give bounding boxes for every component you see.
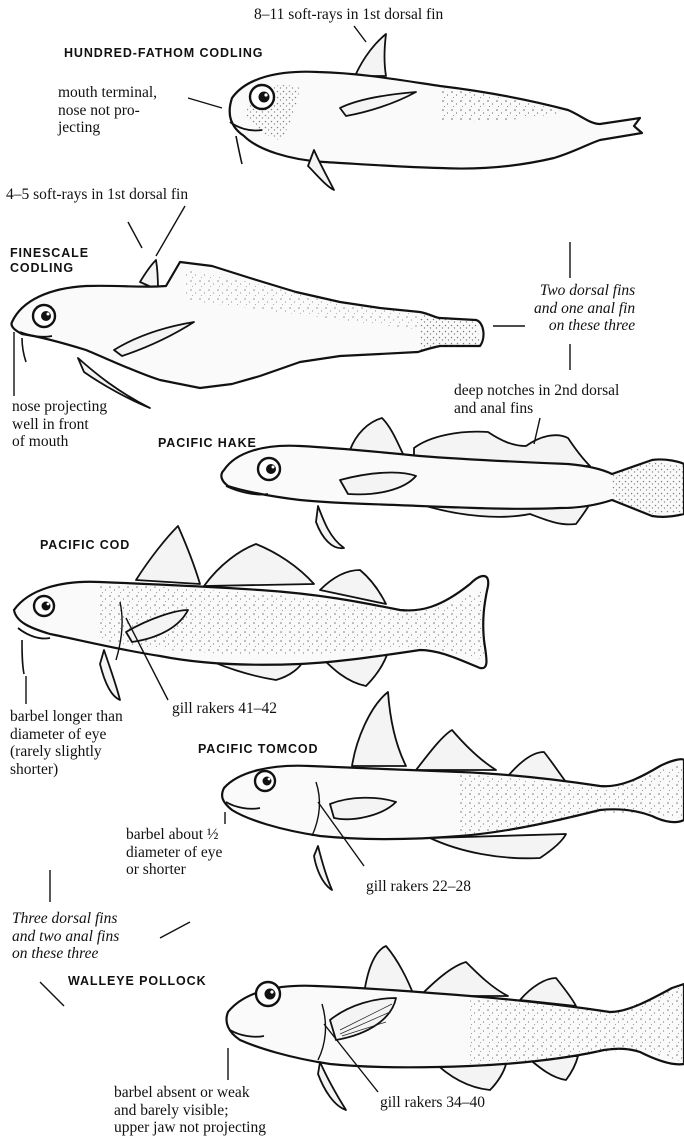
label-line: Two dorsal fins: [534, 282, 635, 300]
label-line: or shorter: [126, 861, 222, 879]
label-line: jecting: [58, 119, 157, 137]
tomcod-first-dorsal-fin: [352, 692, 406, 766]
label-line: Three dorsal fins: [12, 910, 119, 928]
label-line: barbel longer than: [10, 708, 123, 726]
label-two-dorsal-fins: Two dorsal fins and one anal fin on thes…: [534, 282, 635, 335]
label-three-dorsal-fins: Three dorsal fins and two anal fins on t…: [12, 910, 119, 963]
species-name-line: CODLING: [10, 261, 89, 276]
label-line: diameter of eye: [10, 726, 123, 744]
label-line: nose not pro-: [58, 102, 157, 120]
pollock-second-dorsal-fin: [420, 962, 508, 996]
label-line: shorter): [10, 761, 123, 779]
tomcod-second-dorsal-fin: [416, 730, 496, 770]
label-codling-dorsal-rays: 8–11 soft-rays in 1st dorsal fin: [254, 6, 443, 24]
label-line: barbel absent or weak: [114, 1084, 266, 1102]
pollock-pelvic-fin: [318, 1062, 346, 1110]
label-tomcod-barbel: barbel about ½ diameter of eye or shorte…: [126, 826, 222, 879]
label-line: and barely visible;: [114, 1102, 266, 1120]
label-cod-gill-rakers: gill rakers 41–42: [172, 700, 277, 718]
species-name-line: FINESCALE: [10, 246, 89, 261]
label-cod-barbel: barbel longer than diameter of eye (rare…: [10, 708, 123, 778]
species-name-finescale-codling: FINESCALE CODLING: [10, 246, 89, 276]
cod-second-dorsal-fin: [204, 544, 314, 586]
label-codling-mouth: mouth terminal, nose not pro- jecting: [58, 84, 157, 137]
species-name-pacific-cod: PACIFIC COD: [40, 538, 130, 553]
hundred-fathom-codling-drawing: [230, 34, 642, 190]
label-hake-notches: deep notches in 2nd dorsal and anal fins: [454, 382, 619, 417]
label-finescale-dorsal-rays: 4–5 soft-rays in 1st dorsal fin: [6, 186, 188, 204]
label-line: upper jaw not projecting: [114, 1119, 266, 1137]
pacific-tomcod-drawing: [222, 692, 684, 890]
label-line: mouth terminal,: [58, 84, 157, 102]
label-pollock-barbel: barbel absent or weak and barely visible…: [114, 1084, 266, 1137]
label-line: (rarely slightly: [10, 743, 123, 761]
label-line: and two anal fins: [12, 928, 119, 946]
codling-first-dorsal-fin: [355, 34, 386, 76]
label-line: and anal fins: [454, 400, 619, 418]
cod-first-dorsal-fin: [136, 526, 200, 584]
label-line: and one anal fin: [534, 300, 635, 318]
label-finescale-nose: nose projecting well in front of mouth: [12, 398, 107, 451]
hake-pelvic-fin: [316, 506, 344, 548]
tomcod-pelvic-fin: [314, 846, 332, 890]
label-line: on these three: [12, 945, 119, 963]
species-name-hundred-fathom-codling: HUNDRED-FATHOM CODLING: [64, 46, 263, 61]
species-name-pacific-tomcod: PACIFIC TOMCOD: [198, 742, 318, 757]
walleye-pollock-drawing: [227, 946, 684, 1110]
label-line: nose projecting: [12, 398, 107, 416]
label-line: diameter of eye: [126, 844, 222, 862]
label-line: of mouth: [12, 433, 107, 451]
pacific-hake-drawing: [221, 418, 684, 548]
label-line: deep notches in 2nd dorsal: [454, 382, 619, 400]
label-pollock-gill-rakers: gill rakers 34–40: [380, 1094, 485, 1112]
finescale-codling-drawing: [11, 260, 483, 408]
label-line: well in front: [12, 416, 107, 434]
label-line: barbel about ½: [126, 826, 222, 844]
label-tomcod-gill-rakers: gill rakers 22–28: [366, 878, 471, 896]
species-name-pacific-hake: PACIFIC HAKE: [158, 436, 257, 451]
species-name-walleye-pollock: WALLEYE POLLOCK: [68, 974, 207, 989]
label-line: on these three: [534, 317, 635, 335]
